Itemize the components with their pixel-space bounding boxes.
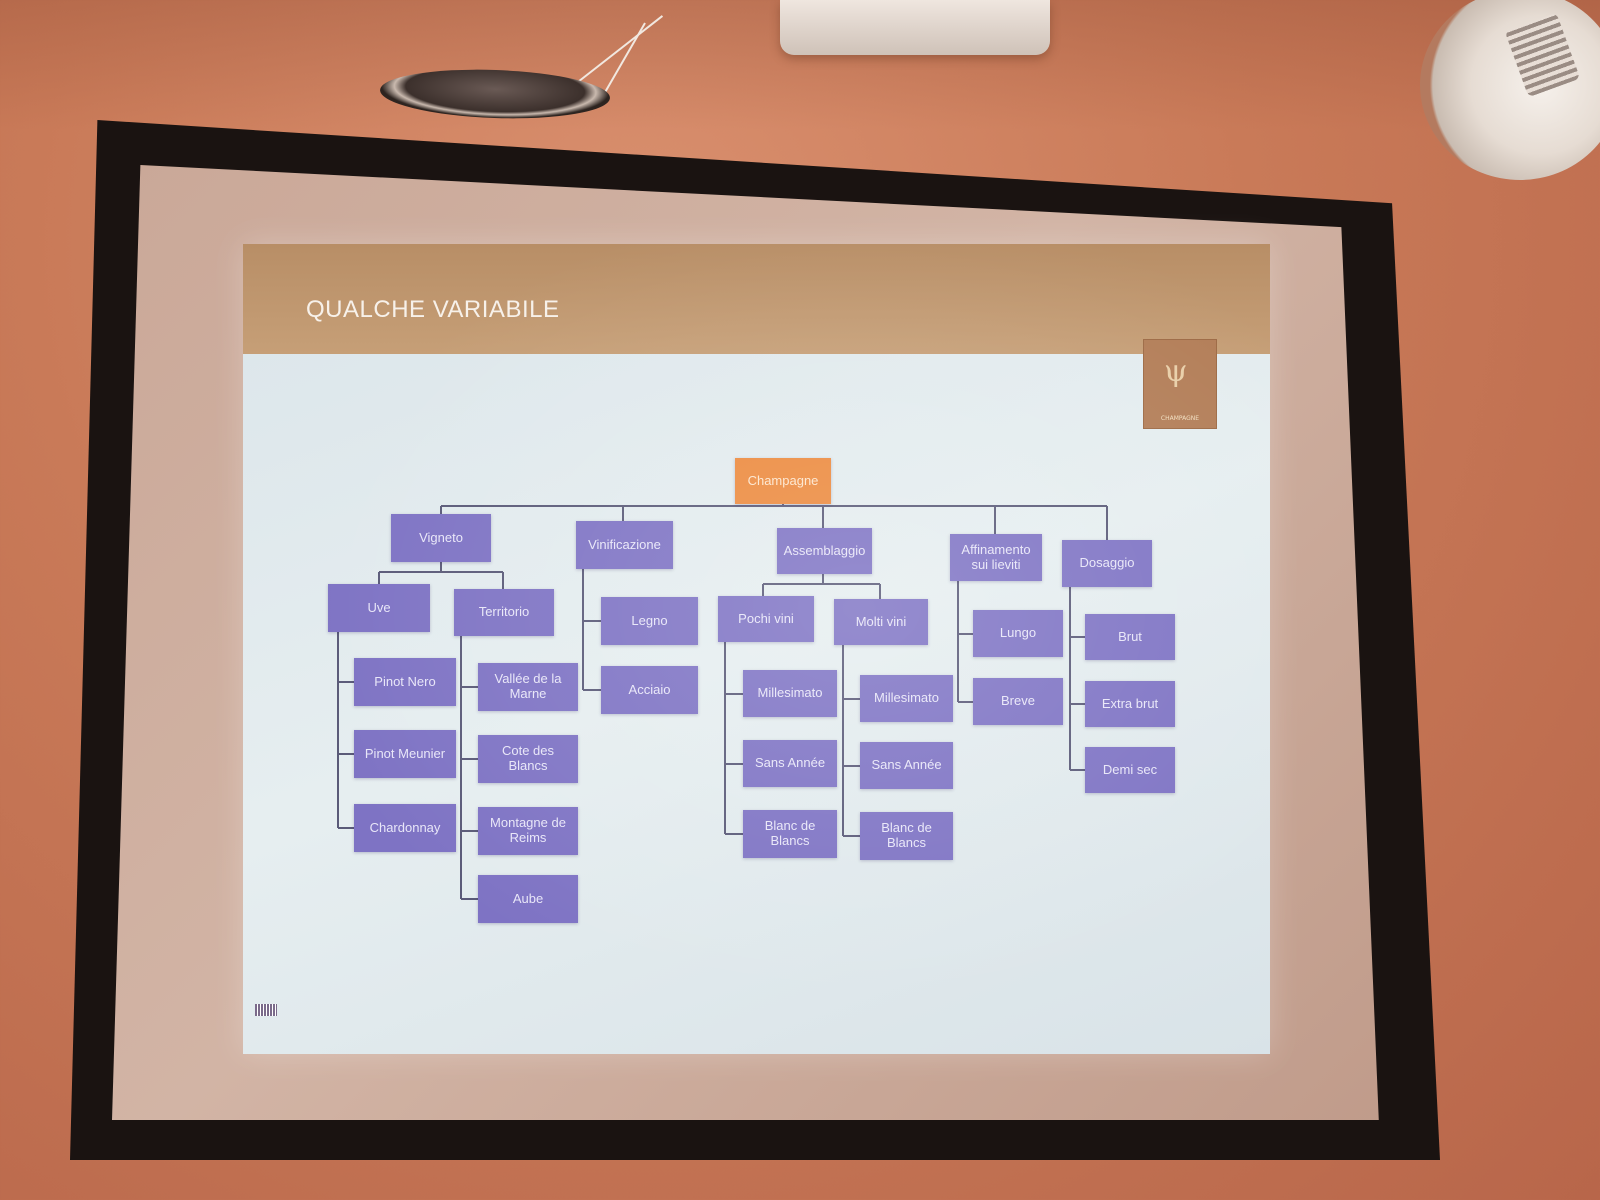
tree-node-champagne: Champagne	[735, 458, 831, 504]
tree-node-assemblaggio: Assemblaggio	[777, 528, 872, 574]
antlers-icon: ψ	[1164, 354, 1188, 389]
tree-node-vinificazione-item: Legno	[601, 597, 698, 645]
tree-node-territorio-item: Vallée de la Marne	[478, 663, 578, 711]
tree-node-territorio: Territorio	[454, 589, 554, 636]
projector-mount	[780, 0, 1050, 55]
tree-node-dosaggio-item: Demi sec	[1085, 747, 1175, 793]
tree-node-vigneto: Vigneto	[391, 514, 491, 562]
footer-logo-mark	[255, 1004, 277, 1016]
tree-node-vinificazione-item: Acciaio	[601, 666, 698, 714]
tree-node-molti-item: Blanc de Blancs	[860, 812, 953, 860]
tree-node-uve-item: Pinot Meunier	[354, 730, 456, 778]
tree-node-dosaggio: Dosaggio	[1062, 540, 1152, 587]
tree-node-pochi-item: Blanc de Blancs	[743, 810, 837, 858]
wall-speaker	[1420, 0, 1600, 180]
tree-node-dosaggio-item: Brut	[1085, 614, 1175, 660]
slide-header	[243, 244, 1270, 354]
tree-node-pochi-item: Sans Année	[743, 740, 837, 787]
slide: QUALCHE VARIABILE ψ CHAMPAGNE	[243, 244, 1270, 1054]
logo-text: CHAMPAGNE	[1160, 415, 1200, 422]
tree-node-uve-item: Chardonnay	[354, 804, 456, 852]
tree-connectors	[337, 484, 1108, 900]
tree-node-pochi-item: Millesimato	[743, 670, 837, 717]
tree-node-affinamento: Affinamento sui lieviti	[950, 534, 1042, 581]
tree-node-uve-item: Pinot Nero	[354, 658, 456, 706]
brand-logo: ψ CHAMPAGNE	[1143, 339, 1217, 429]
tree-node-affinamento-item: Lungo	[973, 610, 1063, 657]
tree-node-affinamento-item: Breve	[973, 678, 1063, 725]
tree-node-dosaggio-item: Extra brut	[1085, 681, 1175, 727]
tree-node-vinificazione: Vinificazione	[576, 521, 673, 569]
tree-node-molti-item: Sans Année	[860, 742, 953, 789]
tree-node-pochi-vini: Pochi vini	[718, 596, 814, 642]
tree-node-territorio-item: Cote des Blancs	[478, 735, 578, 783]
tree-node-molti-vini: Molti vini	[834, 599, 928, 645]
tree-node-uve: Uve	[328, 584, 430, 632]
slide-title: QUALCHE VARIABILE	[306, 296, 560, 323]
tree-node-territorio-item: Montagne de Reims	[478, 807, 578, 855]
tree-node-territorio-item: Aube	[478, 875, 578, 923]
tree-node-molti-item: Millesimato	[860, 675, 953, 722]
